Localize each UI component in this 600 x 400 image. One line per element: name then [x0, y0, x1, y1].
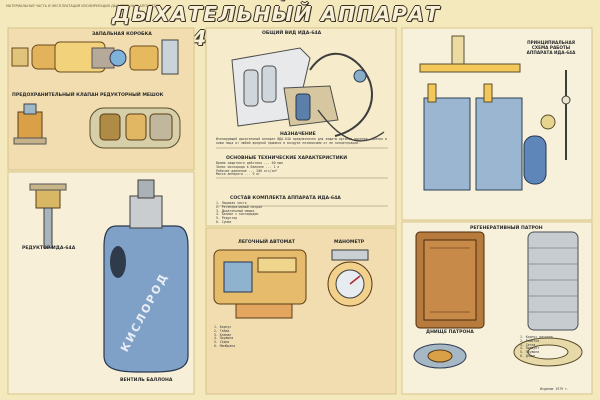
label-breathing-bag: РЕДУКТОРНЫЙ МЕШОК	[100, 93, 164, 98]
label-manometer: МАНОМЕТР	[334, 240, 365, 245]
top-caption: МАТЕРИАЛЬНАЯ ЧАСТЬ И ЭКСПЛУАТАЦИЯ ИЗОЛИР…	[6, 4, 161, 8]
center-text-block	[216, 147, 388, 207]
principal-scheme-drawing	[419, 35, 571, 191]
regenerative-cartridge-drawing	[415, 231, 579, 331]
label-contents: СОСТАВ КОМПЛЕКТА АППАРАТА ИДА-64А	[230, 196, 341, 201]
reducer-drawing	[29, 183, 67, 249]
general-view-drawing	[231, 47, 385, 142]
oxygen-cylinder-drawing	[103, 179, 189, 373]
label-principal-scheme: ПРИНЦИПИАЛЬНАЯ СХЕМА РАБОТЫ АППАРАТА ИДА…	[526, 40, 576, 55]
label-cylinder-valve: ВЕНТИЛЬ БАЛЛОНА	[120, 378, 173, 383]
manometer-drawing	[327, 249, 373, 307]
footer-right: Издание 1979 г.	[540, 387, 569, 391]
mask-box-drawing	[11, 39, 179, 75]
breathing-bag-drawing	[89, 107, 181, 149]
label-mask: ЗАПАЛЬНАЯ КОРОБКА	[92, 32, 152, 37]
label-reducer: РЕДУКТОР ИДА-64А	[22, 246, 76, 251]
purpose-text: Изолирующий дыхательный аппарат ИДА-64А …	[216, 137, 387, 145]
label-tech-specs: ОСНОВНЫЕ ТЕХНИЧЕСКИЕ ХАРАКТЕРИСТИКИ	[226, 156, 348, 161]
label-pulmonary-automat: ЛЕГОЧНЫЙ АВТОМАТ	[238, 240, 295, 245]
label-regenerative-cartridge: РЕГЕНЕРАТИВНЫЙ ПАТРОН	[470, 226, 543, 231]
label-cartridge-bottom: ДНИЩЕ ПАТРОНА	[426, 330, 474, 335]
cartridge-bottom-drawing	[413, 337, 583, 369]
contents-text: 1. Лицевая часть 2. Регенеративный патро…	[216, 201, 263, 224]
specs-text: Время защитного действия ... 60 мин Запа…	[216, 161, 284, 177]
label-general-view: ОБЩИЙ ВИД ИДА-64А	[262, 31, 322, 36]
legend-left: 1. Корпус 2. Гайка 3. Клапан 4. Пружина …	[214, 325, 236, 348]
legend-right: 1. Корпус патрона 2. Решетка 3. Сетка 4.…	[520, 335, 553, 358]
relief-valve-drawing	[13, 103, 47, 145]
pulmonary-automat-drawing	[213, 249, 307, 319]
label-relief-valve: ПРЕДОХРАНИТЕЛЬНЫЙ КЛАПАН	[12, 93, 99, 98]
label-purpose: НАЗНАЧЕНИЕ	[280, 132, 316, 137]
